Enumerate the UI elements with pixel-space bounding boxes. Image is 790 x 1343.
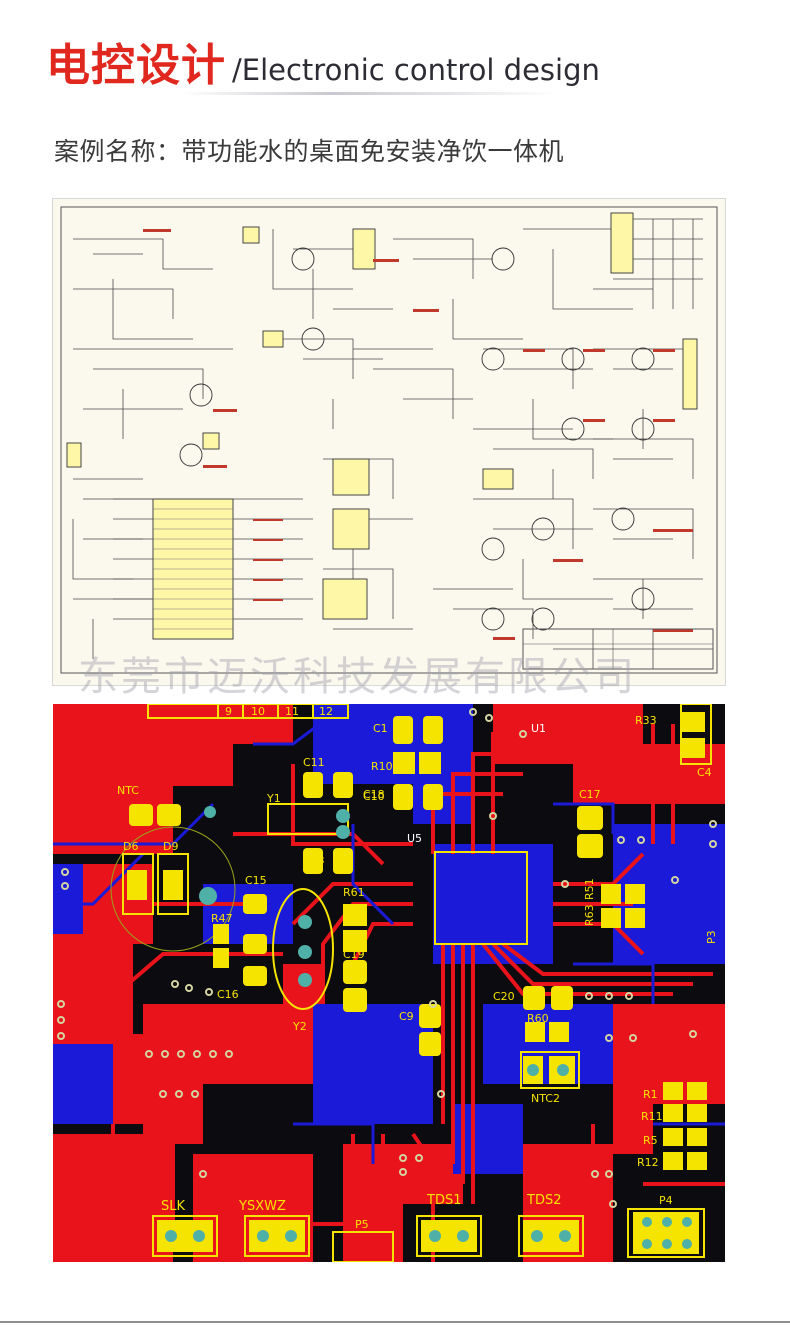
pcb-label-y1: Y1 xyxy=(266,792,281,805)
pcb-label-c19: C19 xyxy=(343,948,365,961)
pcb-label-c9: C9 xyxy=(399,1010,414,1023)
pcb-label-r5: R5 xyxy=(643,1134,658,1147)
pcb-layout-image: C1 R10 C10 U1 R33 C4 C11 C13 NTC D6 D9 Y… xyxy=(53,704,725,1262)
pcb-label-ysxwz: YSXWZ xyxy=(238,1199,286,1214)
pcb-label-c11: C11 xyxy=(303,756,325,769)
pcb-label-p4: P4 xyxy=(659,1194,673,1207)
pcb-label-r51: R51 xyxy=(583,878,596,900)
pcb-label-r1: R1 xyxy=(643,1088,658,1101)
pcb-label-c10: C10 xyxy=(363,790,385,803)
case-name: 案例名称：带功能水的桌面免安装净饮一体机 xyxy=(54,137,565,166)
pcb-label-c20: C20 xyxy=(493,990,515,1003)
section-title-en: /Electronic control design xyxy=(232,53,600,87)
pcb-label-u5: U5 xyxy=(407,832,422,845)
pcb-label-slk: SLK xyxy=(161,1199,185,1214)
pcb-label-c13: C13 xyxy=(303,854,325,867)
pcb-label-p5: P5 xyxy=(355,1218,369,1231)
pcb-label-tds2: TDS2 xyxy=(526,1193,561,1208)
bottom-divider xyxy=(0,1321,790,1323)
pcb-label-n12: 12 xyxy=(319,705,333,718)
pcb-label-n10: 10 xyxy=(251,705,265,718)
pcb-label-r10: R10 xyxy=(371,760,393,773)
pcb-label-ntc: NTC xyxy=(117,784,139,797)
pcb-label-p3: P3 xyxy=(705,930,718,944)
pcb-label-y2: Y2 xyxy=(292,1020,307,1033)
pcb-label-r33: R33 xyxy=(635,714,657,727)
pcb-label-c18: C18 xyxy=(363,788,385,801)
pcb-label-c16: C16 xyxy=(217,988,239,1001)
pcb-label-r47: R47 xyxy=(211,912,233,925)
schematic-drawing xyxy=(60,206,718,674)
pcb-label-tds1: TDS1 xyxy=(426,1193,461,1208)
schematic-image xyxy=(52,198,726,686)
pcb-label-d6: D6 xyxy=(123,840,138,853)
section-title-cn: 电控设计 xyxy=(46,40,226,91)
pcb-label-n11: 11 xyxy=(285,705,299,718)
pcb-label-r61: R61 xyxy=(343,886,365,899)
title-underline xyxy=(180,92,560,95)
pcb-drawing: C1 R10 C10 U1 R33 C4 C11 C13 NTC D6 D9 Y… xyxy=(53,704,725,1262)
company-watermark: 东莞市迈沃科技发展有限公司 xyxy=(78,654,637,700)
pcb-label-n9: 9 xyxy=(225,705,232,718)
pcb-label-c17: C17 xyxy=(579,788,601,801)
pcb-label-r12: R12 xyxy=(637,1156,659,1169)
pcb-label-r63: R63 xyxy=(583,904,596,926)
pcb-label-ntc2: NTC2 xyxy=(531,1092,560,1105)
section-header: 电控设计 /Electronic control design xyxy=(46,36,746,100)
pcb-label-r60: R60 xyxy=(527,1012,549,1025)
pcb-label-c1: C1 xyxy=(373,722,388,735)
pcb-label-c15: C15 xyxy=(245,874,267,887)
pcb-label-r11: R11 xyxy=(641,1110,663,1123)
pcb-label-c4: C4 xyxy=(697,766,712,779)
pcb-label-d9: D9 xyxy=(163,840,178,853)
pcb-label-u1: U1 xyxy=(531,722,546,735)
